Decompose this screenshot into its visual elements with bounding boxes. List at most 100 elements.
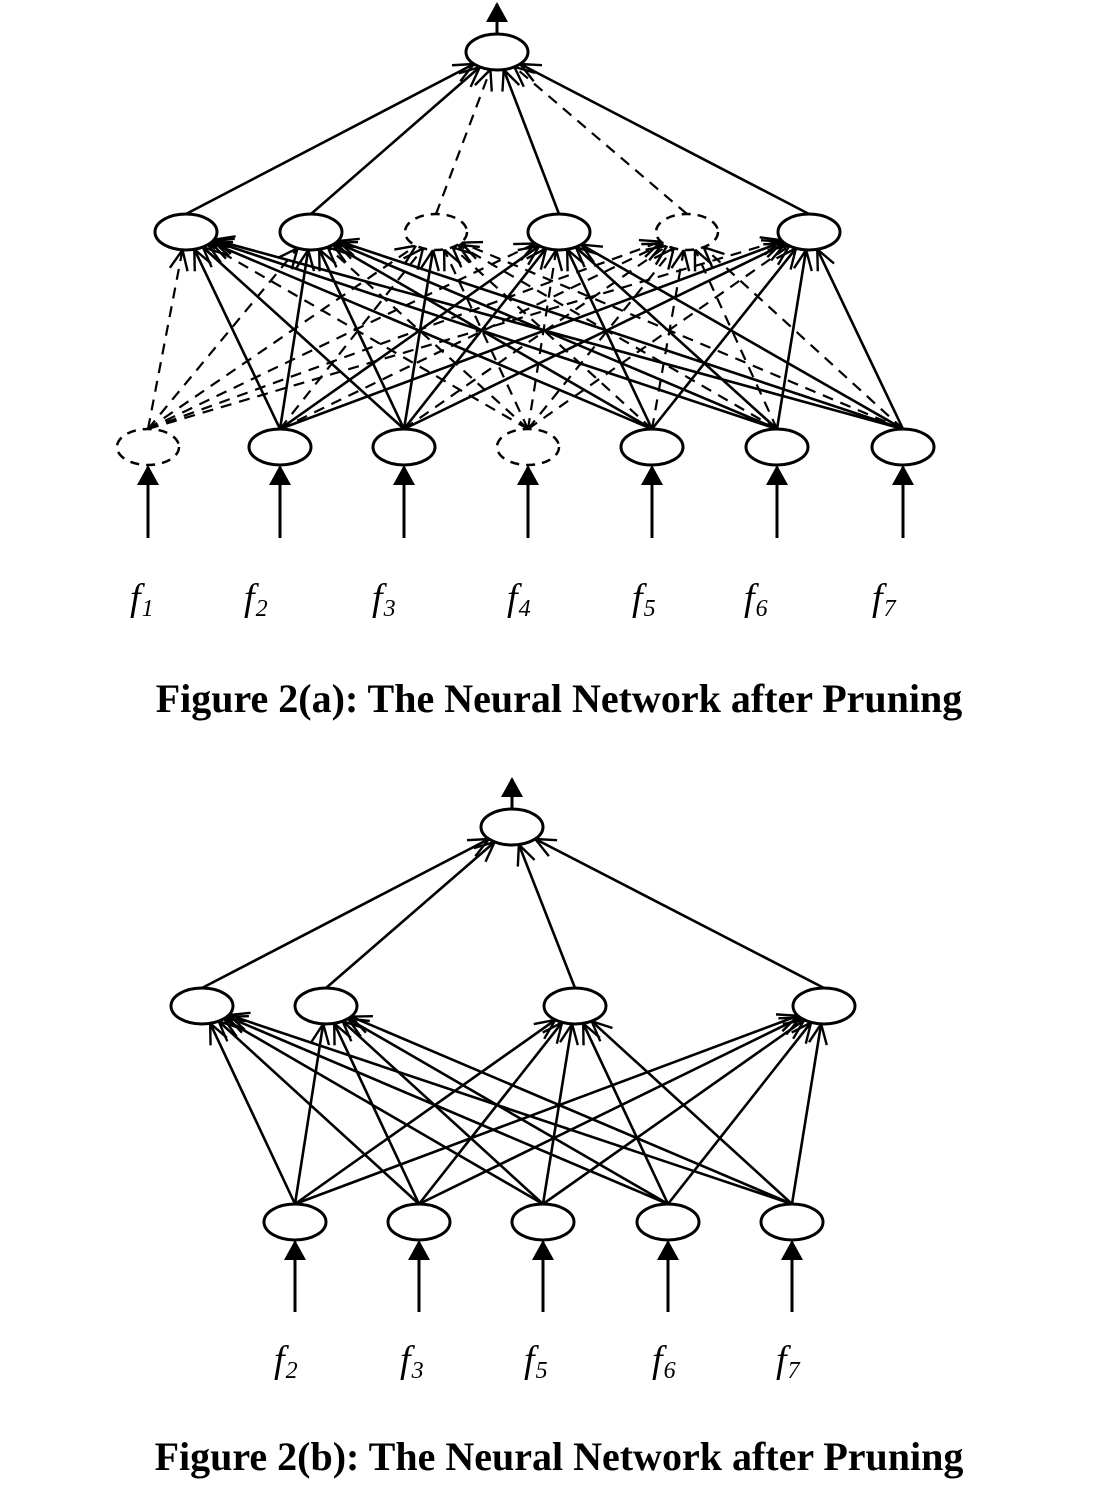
connection-input-6-to-hidden-3 — [458, 245, 778, 430]
input-node-4-pruned — [495, 427, 561, 467]
output-node — [464, 32, 530, 72]
connection-input-3-to-hidden-1 — [224, 1019, 544, 1206]
connection-input-2-to-hidden-3 — [279, 248, 423, 430]
connection-input-1-to-hidden-4 — [147, 244, 535, 430]
connection-input-2-to-hidden-3 — [417, 1022, 562, 1205]
input-node-4 — [635, 1202, 701, 1242]
connection-hidden-3-to-output — [434, 70, 490, 215]
input-label-5: f5 — [632, 577, 656, 622]
connection-input-5-to-hidden-6 — [650, 248, 796, 430]
input-label-2: f2 — [244, 577, 268, 622]
connection-input-3-to-hidden-2 — [319, 249, 406, 430]
connection-input-2-to-hidden-5 — [279, 244, 663, 430]
connection-input-1-to-hidden-1 — [146, 250, 183, 430]
input-node-2 — [386, 1202, 452, 1242]
connection-input-1-to-hidden-6 — [147, 240, 781, 431]
input-label-3: f3 — [372, 577, 396, 622]
figure-2a-connections — [146, 64, 905, 431]
connection-input-4-to-hidden-4 — [666, 1022, 811, 1205]
hidden-node-3 — [542, 986, 608, 1026]
hidden-node-4 — [526, 212, 592, 252]
input-label-1: f2 — [274, 1339, 298, 1384]
connection-input-4-to-hidden-5 — [527, 248, 674, 430]
connection-hidden-2-to-output — [325, 842, 495, 989]
hidden-node-1 — [169, 986, 235, 1026]
input-label-6: f6 — [744, 577, 768, 622]
connection-input-7-to-hidden-5 — [704, 247, 904, 430]
input-label-4: f4 — [507, 577, 531, 622]
hidden-node-5-pruned — [654, 212, 720, 252]
input-node-7 — [870, 427, 936, 467]
connection-input-3-to-hidden-2 — [343, 1021, 544, 1205]
input-node-3 — [510, 1202, 576, 1242]
connection-input-2-to-hidden-2 — [334, 1023, 421, 1205]
connection-input-1-to-hidden-2 — [293, 1024, 323, 1205]
output-node — [479, 807, 545, 847]
connection-hidden-4-to-output — [535, 839, 825, 990]
connection-input-6-to-hidden-2 — [336, 243, 778, 431]
figure-2b-connections — [201, 839, 825, 1206]
input-label-4: f6 — [652, 1339, 676, 1384]
input-node-1-pruned — [115, 427, 181, 467]
figure-2b-nodes — [169, 807, 857, 1242]
input-node-2 — [247, 427, 313, 467]
connection-input-3-to-hidden-3 — [402, 250, 433, 430]
connection-input-2-to-hidden-1 — [194, 249, 282, 430]
connection-input-1-to-hidden-1 — [210, 1023, 297, 1205]
connection-input-1-to-hidden-3 — [294, 1020, 555, 1206]
connection-input-3-to-hidden-5 — [403, 246, 667, 430]
hidden-node-1 — [153, 212, 219, 252]
input-node-3 — [371, 427, 437, 467]
input-label-1: f1 — [130, 577, 154, 622]
connection-input-7-to-hidden-6 — [817, 249, 905, 430]
connection-hidden-1-to-output — [185, 64, 474, 216]
connection-input-7-to-hidden-4 — [581, 245, 904, 431]
figure-2a-caption: Figure 2(a): The Neural Network after Pr… — [156, 676, 963, 721]
connection-hidden-6-to-output — [520, 64, 810, 216]
figure-2b-input-arrows — [284, 777, 803, 1312]
connection-input-5-to-hidden-3 — [453, 247, 653, 430]
connection-hidden-4-to-output — [504, 70, 561, 215]
connection-input-3-to-hidden-4 — [542, 1020, 804, 1206]
connection-input-7-to-hidden-3 — [461, 243, 904, 431]
connection-input-5-to-hidden-2 — [351, 1017, 793, 1206]
input-label-5: f7 — [776, 1339, 801, 1384]
figure-2b-caption: Figure 2(b): The Neural Network after Pr… — [155, 1434, 964, 1479]
connection-input-3-to-hidden-3 — [541, 1024, 572, 1205]
connection-hidden-2-to-output — [310, 67, 480, 215]
hidden-node-6 — [776, 212, 842, 252]
input-node-1 — [262, 1202, 328, 1242]
connection-input-7-to-hidden-2 — [338, 241, 904, 431]
connection-input-6-to-hidden-4 — [576, 247, 778, 430]
connection-input-4-to-hidden-2 — [348, 1019, 669, 1206]
connection-input-4-to-hidden-3 — [583, 1023, 670, 1205]
hidden-node-4 — [791, 986, 857, 1026]
connection-hidden-1-to-output — [201, 839, 489, 990]
input-node-5 — [619, 427, 685, 467]
connection-input-2-to-hidden-6 — [279, 242, 783, 431]
connection-input-4-to-hidden-3 — [444, 249, 529, 430]
connection-input-5-to-hidden-3 — [592, 1021, 793, 1205]
input-node-6 — [744, 427, 810, 467]
connection-input-4-to-hidden-6 — [527, 246, 789, 430]
connection-input-4-to-hidden-1 — [227, 1017, 669, 1206]
connection-hidden-3-to-output — [519, 845, 577, 989]
connection-input-4-to-hidden-1 — [208, 245, 529, 430]
connection-input-3-to-hidden-4 — [402, 248, 546, 430]
connection-input-1-to-hidden-4 — [294, 1016, 798, 1206]
connection-hidden-5-to-output — [514, 67, 688, 215]
connection-input-1-to-hidden-2 — [147, 248, 298, 430]
input-label-2: f3 — [400, 1339, 424, 1384]
connection-input-5-to-hidden-4 — [567, 249, 654, 430]
hidden-node-3-pruned — [403, 212, 469, 252]
input-node-5 — [759, 1202, 825, 1242]
connection-input-1-to-hidden-3 — [147, 246, 416, 430]
connection-input-3-to-hidden-6 — [403, 244, 785, 431]
connection-input-6-to-hidden-6 — [775, 250, 806, 430]
figure-2a-input-arrows — [137, 2, 914, 538]
